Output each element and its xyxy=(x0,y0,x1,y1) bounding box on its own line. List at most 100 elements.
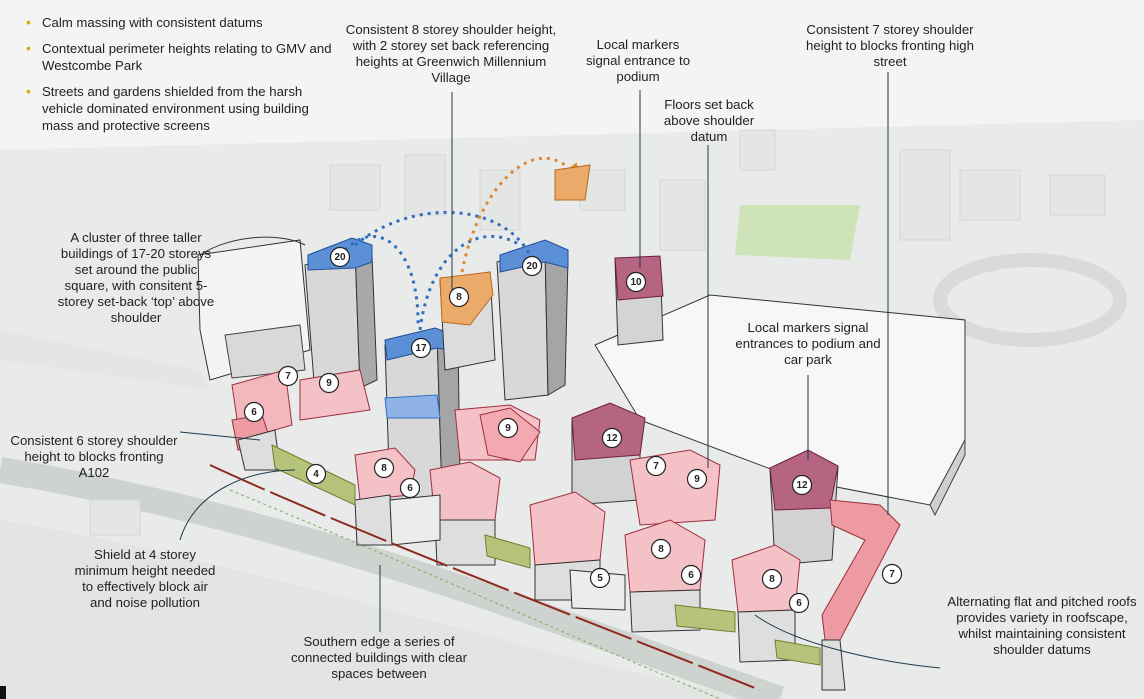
storey-badge-circle xyxy=(373,457,395,479)
road-band xyxy=(0,457,785,699)
lower-massing xyxy=(237,429,846,691)
storey-badge-circle xyxy=(329,246,351,268)
storey-badge: 12 xyxy=(791,474,813,496)
storey-badge: 6 xyxy=(788,592,810,614)
storey-badge: 17 xyxy=(410,337,432,359)
storey-badge-circle xyxy=(791,474,813,496)
storey-badge-label: 8 xyxy=(658,544,664,555)
storey-badge: 8 xyxy=(373,457,395,479)
stadium xyxy=(197,236,311,381)
block-8-orange xyxy=(439,271,496,371)
storey-badge: 8 xyxy=(761,568,783,590)
storey-badge: 10 xyxy=(625,271,647,293)
storey-badges: 20 20 17 8 10 7 9 6 4 8 6 9 12 7 9 12 8 6 5 8 6 7 xyxy=(243,246,903,614)
storey-badge-label: 7 xyxy=(653,461,659,472)
green-space xyxy=(735,205,860,260)
storey-badge-label: 6 xyxy=(407,483,413,494)
key-principles-list: Calm massing with consistent datums Cont… xyxy=(26,14,336,143)
storey-badge: 9 xyxy=(318,372,340,394)
storey-badge: 9 xyxy=(497,417,519,439)
storey-badge-circle xyxy=(399,477,421,499)
storey-badge-label: 20 xyxy=(334,252,346,263)
storey-badge-label: 8 xyxy=(456,292,462,303)
storey-badge: 6 xyxy=(680,564,702,586)
storey-badge-label: 8 xyxy=(769,574,775,585)
marker-10 xyxy=(614,255,664,346)
storey-badge-circle xyxy=(305,463,327,485)
annotation-roofs: Alternating flat and pitched roofs provi… xyxy=(947,594,1137,657)
podium-carpark xyxy=(594,294,966,517)
view-arc-3 xyxy=(418,234,521,331)
annotation-markers-carpark: Local markers signal entrances to podium… xyxy=(735,320,881,367)
storey-badge: 7 xyxy=(645,455,667,477)
storey-badge-circle xyxy=(686,468,708,490)
storey-badge-label: 7 xyxy=(889,569,895,580)
storey-badge-label: 12 xyxy=(796,480,808,491)
storey-badge-circle xyxy=(761,568,783,590)
storey-badge-circle xyxy=(589,567,611,589)
annotation-markers-podium: Local markers signal entrance to podium xyxy=(585,37,691,84)
storey-badge-circle xyxy=(497,417,519,439)
storey-badge: 6 xyxy=(399,477,421,499)
road-west xyxy=(0,330,210,390)
view-arc-1 xyxy=(343,235,420,329)
context-buildings xyxy=(89,129,1106,536)
storey-badge-circle xyxy=(410,337,432,359)
view-arc-orange xyxy=(460,156,581,273)
storey-badge-circle xyxy=(318,372,340,394)
storey-badge-label: 7 xyxy=(285,371,291,382)
annotation-southern-edge: Southern edge a series of connected buil… xyxy=(291,634,467,681)
storey-badge: 9 xyxy=(686,468,708,490)
storey-badge-circle xyxy=(448,286,470,308)
storey-badge-label: 4 xyxy=(313,469,319,480)
storey-badge: 4 xyxy=(305,463,327,485)
storey-badge: 20 xyxy=(329,246,351,268)
storey-badge-circle xyxy=(277,365,299,387)
gmv-reference-block xyxy=(554,164,591,201)
annotation-shoulder-7: Consistent 7 storey shoulder height to b… xyxy=(806,22,974,69)
storey-badge-circle xyxy=(881,563,903,585)
marker-12-centre xyxy=(571,402,646,506)
annotation-shoulder-8: Consistent 8 storey shoulder height, wit… xyxy=(345,22,557,85)
storey-badge-circle xyxy=(650,538,672,560)
storey-badge-label: 9 xyxy=(694,474,700,485)
storey-badge-label: 6 xyxy=(251,407,257,418)
storey-badge-label: 5 xyxy=(597,573,603,584)
storey-badge-circle xyxy=(625,271,647,293)
storey-badge: 20 xyxy=(521,255,543,277)
storey-badge-circle xyxy=(645,455,667,477)
principle-item: Contextual perimeter heights relating to… xyxy=(26,40,336,74)
annotation-shoulder-6: Consistent 6 storey shoulder height to b… xyxy=(10,433,178,480)
storey-badge-label: 6 xyxy=(796,598,802,609)
page-corner-mark xyxy=(0,686,6,699)
roundabout xyxy=(933,253,1127,347)
storey-badge-circle xyxy=(680,564,702,586)
storey-badge-label: 9 xyxy=(505,423,511,434)
storey-badge-circle xyxy=(788,592,810,614)
storey-badge-label: 12 xyxy=(606,433,618,444)
a102-boundary-line xyxy=(209,464,761,691)
annotation-floors-setback: Floors set back above shoulder datum xyxy=(663,97,755,144)
storey-badge: 8 xyxy=(448,286,470,308)
storey-badge-label: 20 xyxy=(526,261,538,272)
storey-badge: 8 xyxy=(650,538,672,560)
storey-badge-circle xyxy=(243,401,265,423)
storey-badge-label: 17 xyxy=(415,343,427,354)
storey-badge-circle xyxy=(521,255,543,277)
principle-item: Calm massing with consistent datums xyxy=(26,14,336,31)
storey-badge-label: 10 xyxy=(630,277,642,288)
storey-badge-label: 8 xyxy=(381,463,387,474)
annotation-shield-4: Shield at 4 storey minimum height needed… xyxy=(74,547,216,610)
storey-badge: 6 xyxy=(243,401,265,423)
principle-item: Streets and gardens shielded from the ha… xyxy=(26,83,336,134)
leader-lines xyxy=(179,72,941,669)
storey-badge-label: 6 xyxy=(688,570,694,581)
green-corridor xyxy=(229,489,721,699)
annotation-cluster: A cluster of three taller buildings of 1… xyxy=(57,230,215,325)
storey-badge: 5 xyxy=(589,567,611,589)
storey-badge: 7 xyxy=(881,563,903,585)
storey-badge: 12 xyxy=(601,427,623,449)
storey-badge-label: 9 xyxy=(326,378,332,389)
